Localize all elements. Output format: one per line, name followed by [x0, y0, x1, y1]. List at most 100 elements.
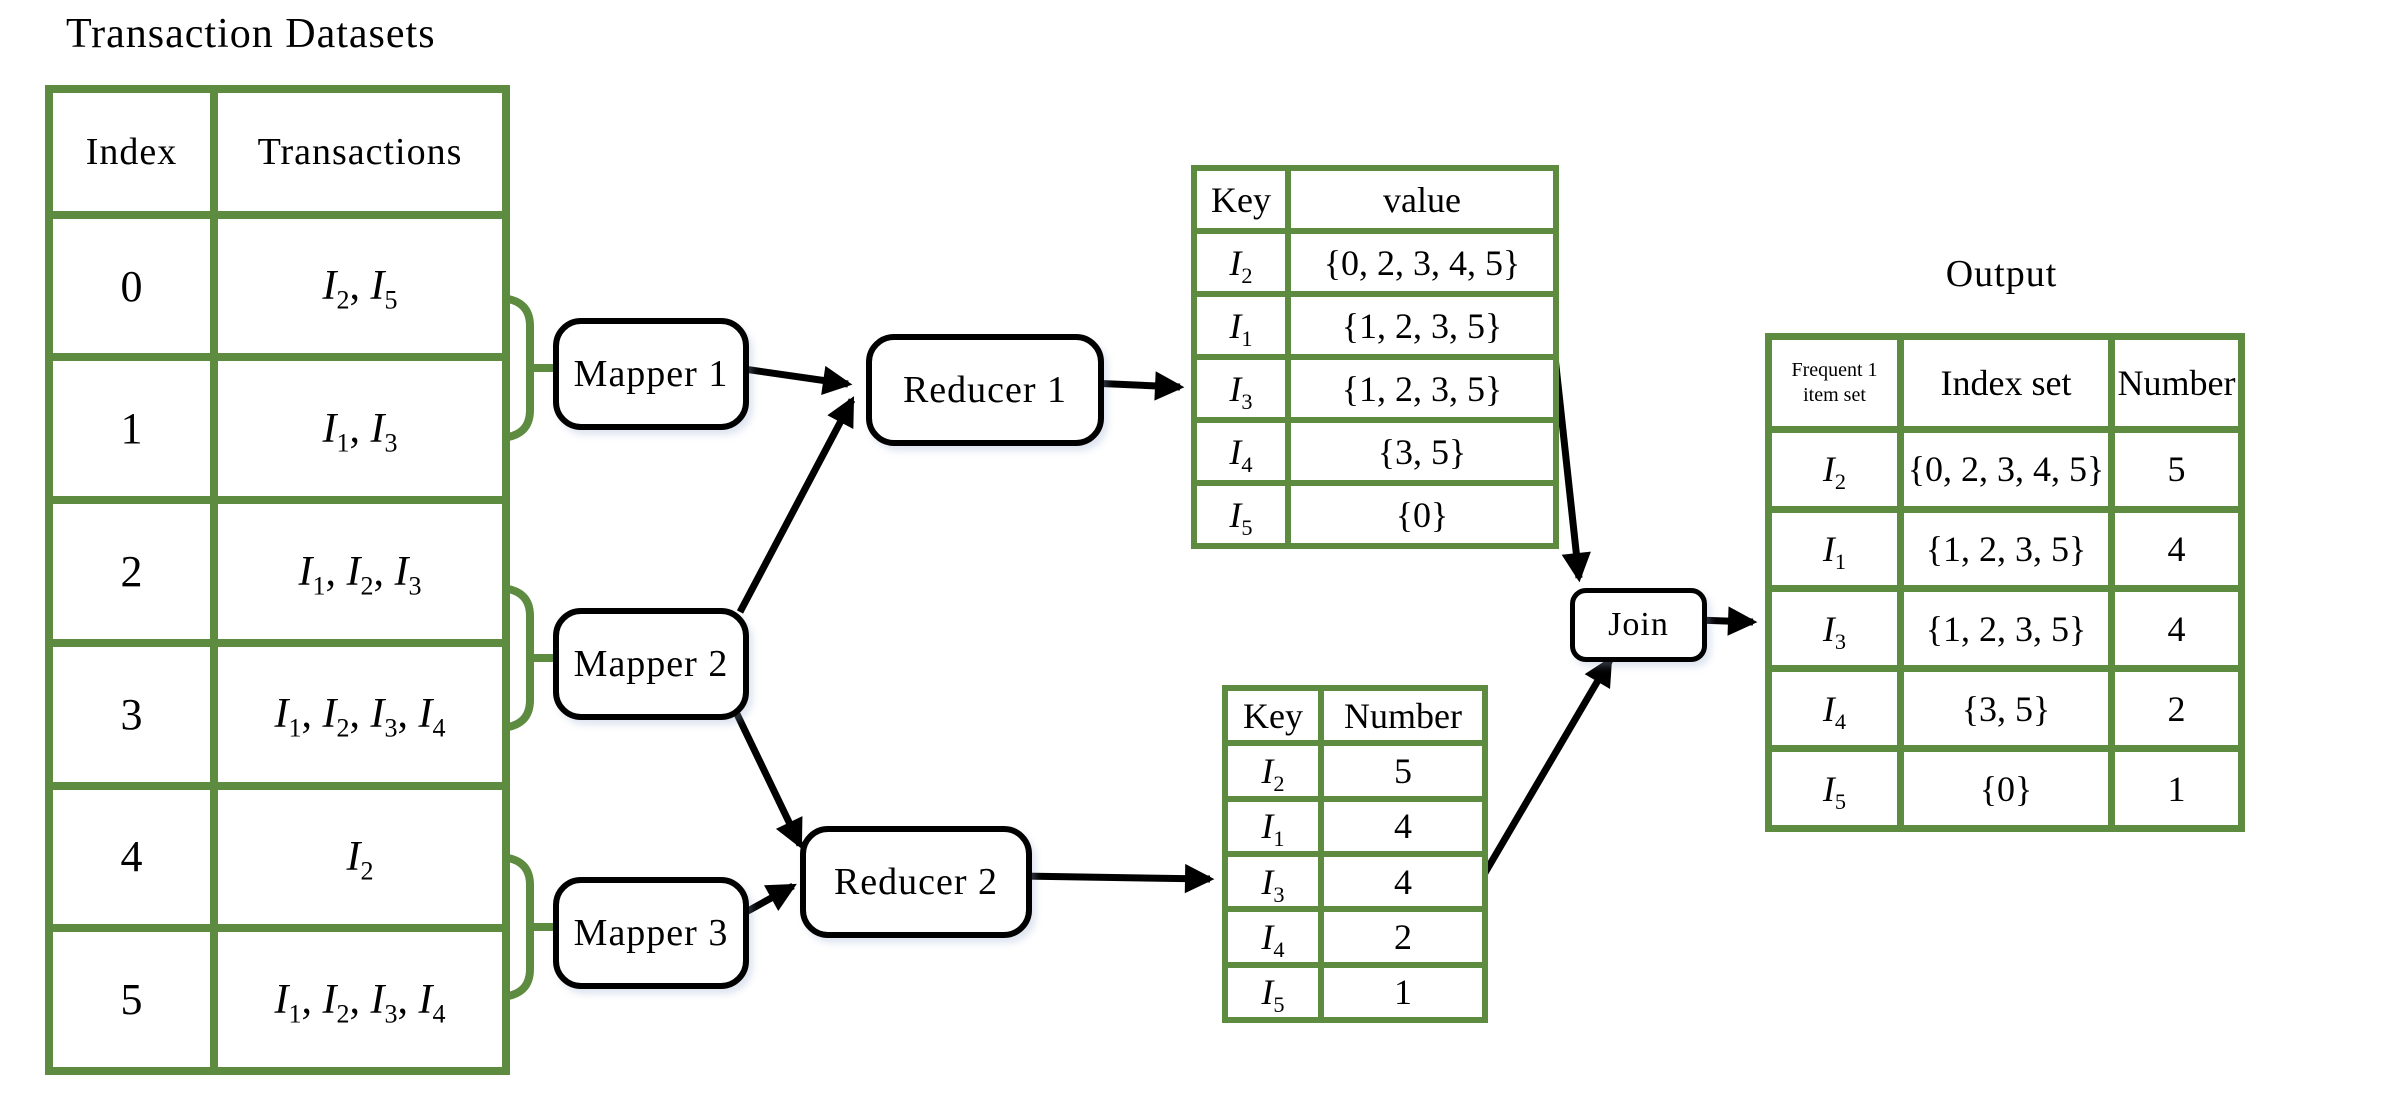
- value-column-header: value: [1285, 165, 1559, 234]
- table-row: I3 4: [1222, 850, 1488, 913]
- value-cell: {0}: [1285, 480, 1559, 549]
- transactions-cell: I1, I3: [210, 353, 510, 505]
- output-title: Output: [1945, 253, 2058, 295]
- reducer1-output-table: Key value I2 {0, 2, 3, 4, 5} I1 {1, 2, 3…: [1191, 165, 1559, 549]
- index-cell: 1: [45, 353, 218, 505]
- arrow-mapper2-to-reducer1: [736, 396, 856, 614]
- number-cell: 1: [2108, 745, 2245, 832]
- index-cell: 5: [45, 924, 218, 1075]
- transaction-datasets-title: Transaction Datasets: [66, 11, 436, 57]
- number-cell: 5: [2108, 425, 2245, 513]
- table-row: 5 I1, I2, I3, I4: [45, 924, 510, 1075]
- arrow-mapper1-to-reducer1: [736, 364, 853, 395]
- itemset-cell: I1: [1765, 505, 1904, 593]
- key-column-header: Key: [1222, 684, 1324, 747]
- number-column-header: Number: [1318, 684, 1488, 747]
- table-header-row: Frequent 1 item set Index set Number: [1765, 333, 2245, 433]
- key-cell: I2: [1191, 228, 1291, 297]
- table-row: I5 1: [1222, 961, 1488, 1024]
- key-cell: I5: [1222, 961, 1324, 1024]
- table-row: I2 {0, 2, 3, 4, 5} 5: [1765, 425, 2245, 513]
- index-set-cell: {0}: [1897, 745, 2115, 832]
- index-cell: 3: [45, 638, 218, 790]
- mapper3-node: Mapper 3: [553, 877, 749, 989]
- index-set-cell: {0, 2, 3, 4, 5}: [1897, 425, 2115, 513]
- number-cell: 4: [2108, 505, 2245, 593]
- transactions-cell: I1, I2, I3, I4: [210, 638, 510, 790]
- table-row: I4 2: [1222, 906, 1488, 968]
- value-cell: {1, 2, 3, 5}: [1285, 354, 1559, 423]
- transactions-cell: I2, I5: [210, 210, 510, 362]
- mapper1-node: Mapper 1: [553, 318, 749, 430]
- value-cell: {3, 5}: [1285, 417, 1559, 486]
- table-row: I1 4: [1222, 795, 1488, 858]
- index-cell: 0: [45, 210, 218, 362]
- transaction-table: Index Transactions 0 I2, I5 1 I1, I3 2 I…: [45, 85, 510, 1075]
- table-row: I2 5: [1222, 740, 1488, 802]
- table-row: 0 I2, I5: [45, 210, 510, 362]
- table-row: I3 {1, 2, 3, 5}: [1191, 354, 1559, 423]
- table-header-row: Key value: [1191, 165, 1559, 234]
- table-row: 2 I1, I2, I3: [45, 496, 510, 647]
- key-cell: I5: [1191, 480, 1291, 549]
- table-row: I4 {3, 5}: [1191, 417, 1559, 486]
- output-table: Frequent 1 item set Index set Number I2 …: [1765, 333, 2245, 832]
- table-row: I1 {1, 2, 3, 5}: [1191, 291, 1559, 360]
- index-cell: 2: [45, 496, 218, 647]
- key-cell: I3: [1222, 850, 1324, 913]
- number-cell: 5: [1318, 740, 1488, 802]
- brace-rows-4-5: [500, 853, 556, 1001]
- transactions-cell: I1, I2, I3: [210, 496, 510, 647]
- brace-rows-0-1: [500, 294, 556, 442]
- table-row: I2 {0, 2, 3, 4, 5}: [1191, 228, 1559, 297]
- table-row: I5 {0}: [1191, 480, 1559, 549]
- key-cell: I1: [1191, 291, 1291, 360]
- index-set-cell: {1, 2, 3, 5}: [1897, 505, 2115, 593]
- transactions-column-header: Transactions: [210, 85, 510, 219]
- table-row: 4 I2: [45, 781, 510, 933]
- transactions-cell: I1, I2, I3, I4: [210, 924, 510, 1075]
- table-row: 1 I1, I3: [45, 353, 510, 505]
- key-column-header: Key: [1191, 165, 1291, 234]
- number-cell: 4: [1318, 795, 1488, 858]
- index-set-cell: {1, 2, 3, 5}: [1897, 585, 2115, 673]
- reducer1-node: Reducer 1: [866, 334, 1104, 446]
- number-cell: 2: [1318, 906, 1488, 968]
- itemset-cell: I2: [1765, 425, 1904, 513]
- number-cell: 2: [2108, 665, 2245, 753]
- key-cell: I3: [1191, 354, 1291, 423]
- value-cell: {0, 2, 3, 4, 5}: [1285, 228, 1559, 297]
- key-cell: I1: [1222, 795, 1324, 858]
- mapper2-node: Mapper 2: [553, 608, 749, 720]
- table-header-row: Key Number: [1222, 684, 1488, 747]
- itemset-cell: I4: [1765, 665, 1904, 753]
- itemset-cell: I5: [1765, 745, 1904, 832]
- index-column-header: Index: [45, 85, 218, 219]
- table-row: I1 {1, 2, 3, 5} 4: [1765, 505, 2245, 593]
- arrow-reducer2-to-count-table: [1019, 863, 1215, 894]
- number-cell: 4: [2108, 585, 2245, 673]
- join-node: Join: [1570, 588, 1707, 662]
- brace-rows-2-3: [500, 584, 556, 732]
- number-cell: 1: [1318, 961, 1488, 1024]
- number-cell: 4: [1318, 850, 1488, 913]
- table-row: I5 {0} 1: [1765, 745, 2245, 832]
- key-cell: I2: [1222, 740, 1324, 802]
- frequent-itemset-column-header: Frequent 1 item set: [1765, 333, 1904, 433]
- itemset-cell: I3: [1765, 585, 1904, 673]
- arrow-reducer1-to-kv-table: [1089, 371, 1185, 401]
- table-row: 3 I1, I2, I3, I4: [45, 638, 510, 790]
- reducer2-node: Reducer 2: [800, 826, 1032, 938]
- transactions-cell: I2: [210, 781, 510, 933]
- table-row: I4 {3, 5} 2: [1765, 665, 2245, 753]
- index-set-column-header: Index set: [1897, 333, 2115, 433]
- arrow-mapper2-to-reducer2: [733, 712, 804, 849]
- table-header-row: Index Transactions: [45, 85, 510, 219]
- index-cell: 4: [45, 781, 218, 933]
- index-set-cell: {3, 5}: [1897, 665, 2115, 753]
- number-column-header: Number: [2108, 333, 2245, 433]
- table-row: I3 {1, 2, 3, 5} 4: [1765, 585, 2245, 673]
- key-cell: I4: [1222, 906, 1324, 968]
